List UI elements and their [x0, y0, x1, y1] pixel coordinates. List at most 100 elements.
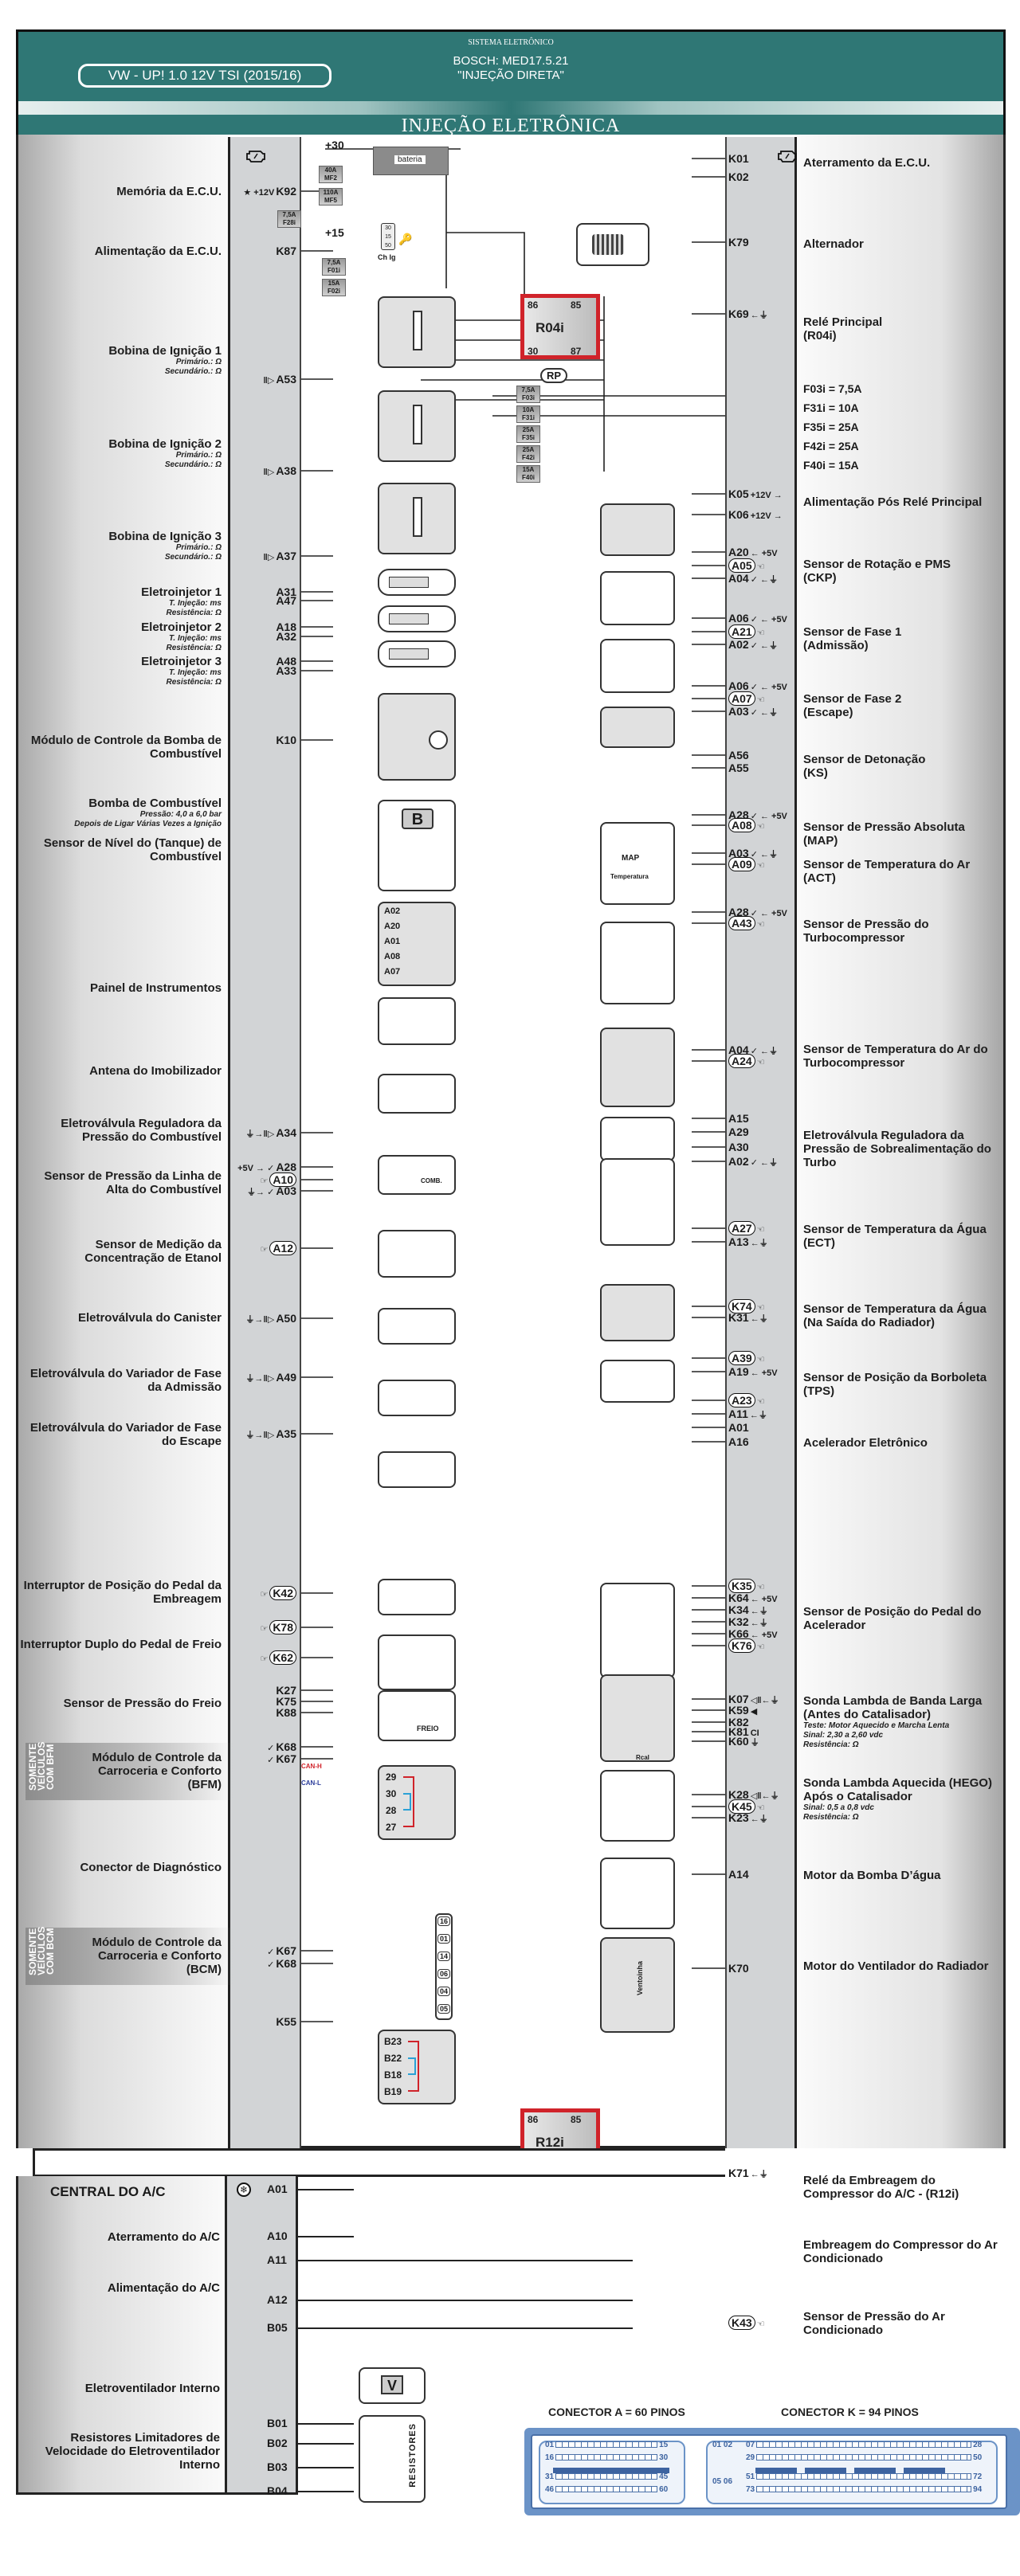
pin-marker-icon: ⏚→‖▷ — [245, 1374, 275, 1384]
right-label-column — [797, 135, 1006, 2148]
component-code: (TPS) — [803, 1384, 835, 1398]
panel-pin: A08 — [384, 952, 401, 961]
ecu-pin: A15 — [728, 1112, 749, 1125]
pin-code: A20 — [728, 546, 749, 558]
module-pin: 27 — [386, 1822, 397, 1833]
component-code: (ACT) — [803, 871, 836, 885]
pin-code: A06 — [728, 612, 749, 624]
pin-code: K67 — [276, 1944, 296, 1957]
component-label: Motor da Bomba D’água — [797, 1869, 1000, 1882]
pin-code: A04 — [728, 572, 749, 585]
blower-resistors — [359, 2415, 426, 2503]
pin-code: A08 — [728, 818, 755, 832]
sensor-component — [600, 707, 675, 748]
key-icon: 🔑 — [398, 233, 413, 245]
pin-code: A32 — [276, 630, 296, 643]
relay-pin: 87 — [571, 346, 582, 357]
pin-marker-icon: ✓ ←⏚ — [750, 575, 778, 585]
component-name: Sonda Lambda Aquecida (HEGO) — [803, 1776, 992, 1790]
ecu-pin: ✓K67 — [265, 1944, 296, 1959]
ecu-pin: A23☜ — [728, 1393, 767, 1408]
connector-a-key — [553, 2468, 593, 2473]
battery-label: bateria — [394, 155, 426, 164]
component-label: Motor do Ventilador do Radiador — [797, 1959, 1000, 1973]
pin-marker-icon: ☜ — [756, 1303, 765, 1313]
sensor-label: Ventoinha — [636, 1961, 644, 1996]
pin-code: K10 — [276, 734, 296, 746]
fuse-name: MF2 — [324, 174, 337, 182]
ecu-pin: A07☜ — [728, 691, 767, 707]
pin-code: A33 — [276, 664, 296, 677]
component-label: Sonda Lambda de Banda Larga(Antes do Cat… — [797, 1694, 1000, 1750]
ecu-pin: ✓K68 — [265, 1740, 296, 1755]
component-spec: T. Injeção: ms — [169, 668, 222, 677]
ecu-pin: +5V → ✓A28 — [236, 1161, 296, 1175]
component-code: (CKP) — [803, 571, 837, 585]
pin-code: K81 — [728, 1725, 749, 1738]
battery: bateria — [373, 147, 449, 175]
component-code: (Admissão) — [803, 639, 869, 652]
pin-marker-icon: ☜ — [756, 1355, 765, 1364]
fuel-rail-pressure-sensor — [378, 1155, 456, 1195]
ecu-pin: K70 — [728, 1962, 749, 1975]
diag-pin: 05 — [437, 2004, 450, 2014]
relay-pin: 30 — [528, 346, 539, 357]
ecu-pin: K45☜ — [728, 1799, 767, 1815]
pin-marker-icon: ‖▷ — [263, 553, 275, 562]
component-name: Sensor de Pressão do Turbocompressor — [803, 918, 929, 945]
pin-marker-icon: ←⏚ — [750, 2170, 768, 2179]
component-name: Bobina de Ignição 1 — [108, 344, 222, 358]
ac-pin-wire — [298, 2300, 633, 2301]
pin-marker-icon: ✓ ← +5V — [750, 909, 787, 918]
component-label: Sensor de Pressão do Ar Condicionado — [797, 2310, 1000, 2337]
engine-check-icon — [778, 151, 797, 162]
component-label: Eletroválvula do Variador de Fase da Adm… — [19, 1367, 228, 1394]
fuse-amp: 7,5A — [282, 211, 296, 218]
pin-code: A28 — [276, 1161, 296, 1173]
component-name: Painel de Instrumentos — [89, 981, 222, 995]
sensor-component — [600, 922, 675, 1004]
pin-code: A38 — [276, 464, 296, 477]
pin-code: K68 — [276, 1740, 296, 1753]
component-spec: Resistência: Ω — [803, 1740, 859, 1749]
pin-code: A05 — [728, 558, 755, 573]
ecu-pin: K64← +5V — [728, 1591, 779, 1606]
diag-pin: 04 — [437, 1987, 450, 1996]
ecu-pin: ⏚→ ✓A03 — [245, 1184, 296, 1199]
component-spec: Secundário.: Ω — [164, 460, 222, 469]
module-pin: 29 — [386, 1771, 397, 1783]
ecu-pin: K23←⏚ — [728, 1811, 770, 1826]
pin-marker-icon: ☞ — [260, 1654, 269, 1664]
pin-code: A48 — [276, 655, 296, 667]
module-pin: B19 — [384, 2086, 402, 2097]
ecu-pin: K82 — [728, 1716, 749, 1728]
ac-component-label: Aterramento do A/C — [107, 2230, 220, 2244]
pin-marker-icon: ☞ — [260, 1624, 269, 1634]
injector-body — [389, 577, 429, 588]
pin-code: A18 — [276, 621, 296, 633]
pin-end: 45 — [659, 2472, 669, 2481]
pin-code: K68 — [276, 1957, 296, 1970]
component-label: Eletroválvula Reguladora da Pressão do C… — [19, 1117, 228, 1144]
fuse-name: F02i — [327, 288, 340, 295]
ac-component-label: Resistores Limitadores de Velocidade do … — [45, 2431, 220, 2472]
component-label: Sensor de Nível do (Tanque) de Combustív… — [19, 836, 228, 863]
injection-type: "INJEÇÃO DIRETA" — [457, 69, 564, 82]
component-name: Relé da Embreagem do Compressor do A/C -… — [803, 2174, 959, 2201]
pin-marker-icon: ✓ — [267, 1756, 275, 1765]
pin-code: A13 — [728, 1235, 749, 1248]
ecu-pin: K76☜ — [728, 1638, 767, 1654]
coil-icon — [413, 497, 422, 537]
component-code: (Antes do Catalisador) — [803, 1708, 932, 1721]
component-label: Sensor de Pressão Absoluta(MAP) — [797, 820, 1000, 848]
pin-code: K32 — [728, 1615, 749, 1628]
header-banner: VW - UP! 1.0 12V TSI (2015/16) SISTEMA E… — [16, 29, 1006, 136]
ecu-pin: K79 — [728, 236, 749, 249]
ecu-left-pin-strip — [228, 137, 301, 2148]
